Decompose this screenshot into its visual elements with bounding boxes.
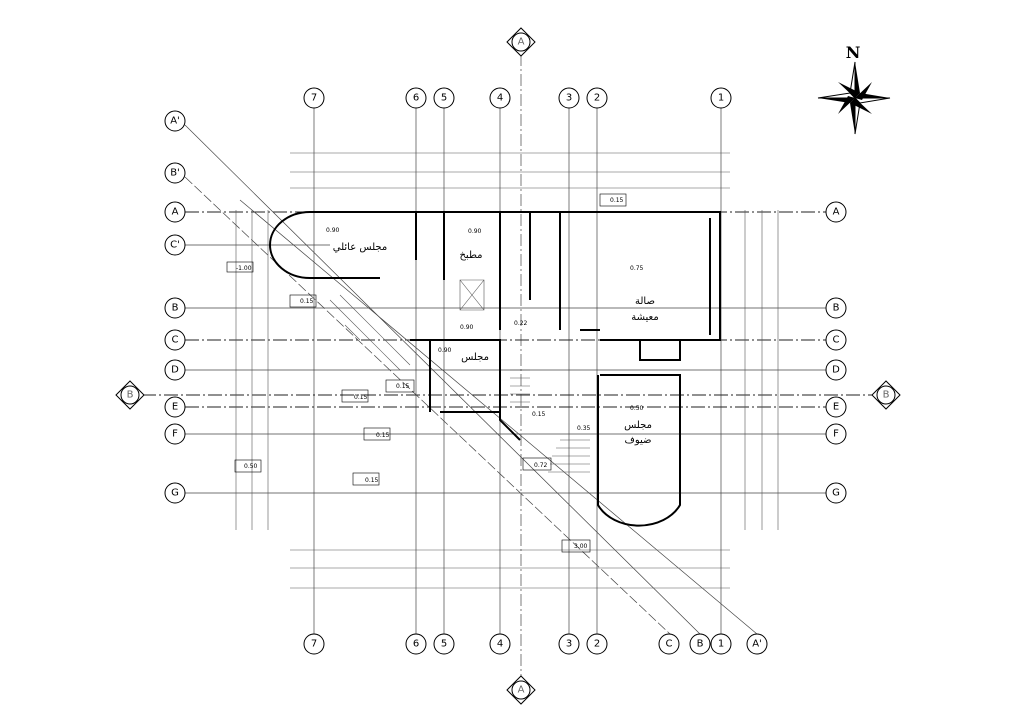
grid-bubble: 2 (594, 639, 600, 650)
level-tag: 0.15 (376, 432, 390, 439)
grid-bubble: 7 (311, 639, 317, 650)
grid-bubble: F (833, 429, 839, 440)
level-tag: 0.15 (396, 383, 410, 390)
level-tag: 0.90 (460, 324, 474, 331)
grid-bubble: C (666, 639, 673, 650)
room-guest-line2: ضيوف (624, 435, 651, 446)
room-family-majlis: مجلس عائلي (333, 242, 388, 253)
grid-bubble: 1 (718, 639, 724, 650)
grid-bubble: C (172, 335, 179, 346)
grid-bubble: 2 (594, 93, 600, 104)
level-tag: 0.15 (532, 411, 546, 418)
level-tag: 0.15 (300, 298, 314, 305)
section-markers: A A B B (115, 27, 901, 705)
grid-bubble: 5 (441, 93, 447, 104)
grid-bubble: 3 (566, 639, 572, 650)
grid-bubble: C' (170, 240, 180, 251)
grid-bubble: D (832, 365, 840, 376)
level-tag: 0.90 (438, 347, 452, 354)
grid-bubble: 3 (566, 93, 572, 104)
room-living-line2: معيشة (631, 312, 658, 323)
grid-bubble: 6 (413, 93, 419, 104)
level-tag: -1.00 (236, 265, 252, 272)
grid-bubble: A (172, 207, 179, 218)
grid-bubble: B' (170, 168, 180, 179)
grid-bubble: 4 (497, 93, 503, 104)
section-marker-b-right: B (883, 390, 890, 401)
level-tag: 0.15 (365, 477, 379, 484)
grid-bubble: G (832, 488, 840, 499)
level-tag: 0.90 (468, 228, 482, 235)
grid-bubble: C (833, 335, 840, 346)
section-marker-b-left: B (127, 390, 134, 401)
section-marker-a-bottom: A (518, 685, 525, 696)
grid-bubble: A' (752, 639, 762, 650)
level-tag: 0.22 (514, 320, 528, 327)
level-tag: 0.15 (354, 394, 368, 401)
grid-bubble: 1 (718, 93, 724, 104)
grid-bubble: 7 (311, 93, 317, 104)
grid-bubble: D (171, 365, 179, 376)
grid-bubble: B (172, 303, 179, 314)
grid-lines (142, 54, 874, 678)
column-bubbles-bottom: 7 6 5 4 3 2 1 C B A' (303, 633, 768, 655)
room-kitchen: مطبخ (459, 250, 482, 261)
row-bubbles-right: A B C D E F G (825, 201, 847, 504)
grid-bubble: B (833, 303, 840, 314)
grid-bubble: A' (170, 116, 180, 127)
level-tag: 0.50 (630, 405, 644, 412)
grid-bubble: G (171, 488, 179, 499)
level-tags: 0.90 0.90 0.75 0.15 0.90 0.22 0.90 0.15 … (226, 193, 644, 553)
grid-bubble: E (172, 402, 178, 413)
grid-bubble: 5 (441, 639, 447, 650)
level-tag: 0.15 (610, 197, 624, 204)
grid-bubble: F (172, 429, 178, 440)
section-marker-a-top: A (518, 37, 525, 48)
walls (269, 211, 721, 527)
grid-bubble: 4 (497, 639, 503, 650)
grid-bubble: A (833, 207, 840, 218)
level-tag: 0.50 (244, 463, 258, 470)
grid-bubble: B (697, 639, 704, 650)
grid-bubble: 6 (413, 639, 419, 650)
room-guest-line1: مجلس (624, 420, 652, 431)
level-tag: 0.72 (534, 462, 548, 469)
row-bubbles-left: A' B' A C' B C D E F G (164, 110, 186, 504)
room-majlis: مجلس (461, 352, 489, 363)
north-arrow-icon: N (817, 43, 891, 135)
room-living-line1: صالة (635, 296, 655, 307)
level-tag: 0.75 (630, 265, 644, 272)
level-tag: 3.00 (574, 543, 588, 550)
north-label: N (846, 43, 861, 62)
grid-bubble: E (833, 402, 839, 413)
level-tag: 0.90 (326, 227, 340, 234)
level-tag: 0.35 (577, 425, 591, 432)
column-bubbles-top: 7 6 5 4 3 2 1 (303, 87, 732, 109)
room-labels: مجلس عائلي مطبخ صالة معيشة مجلس مجلس ضيو… (333, 242, 659, 446)
